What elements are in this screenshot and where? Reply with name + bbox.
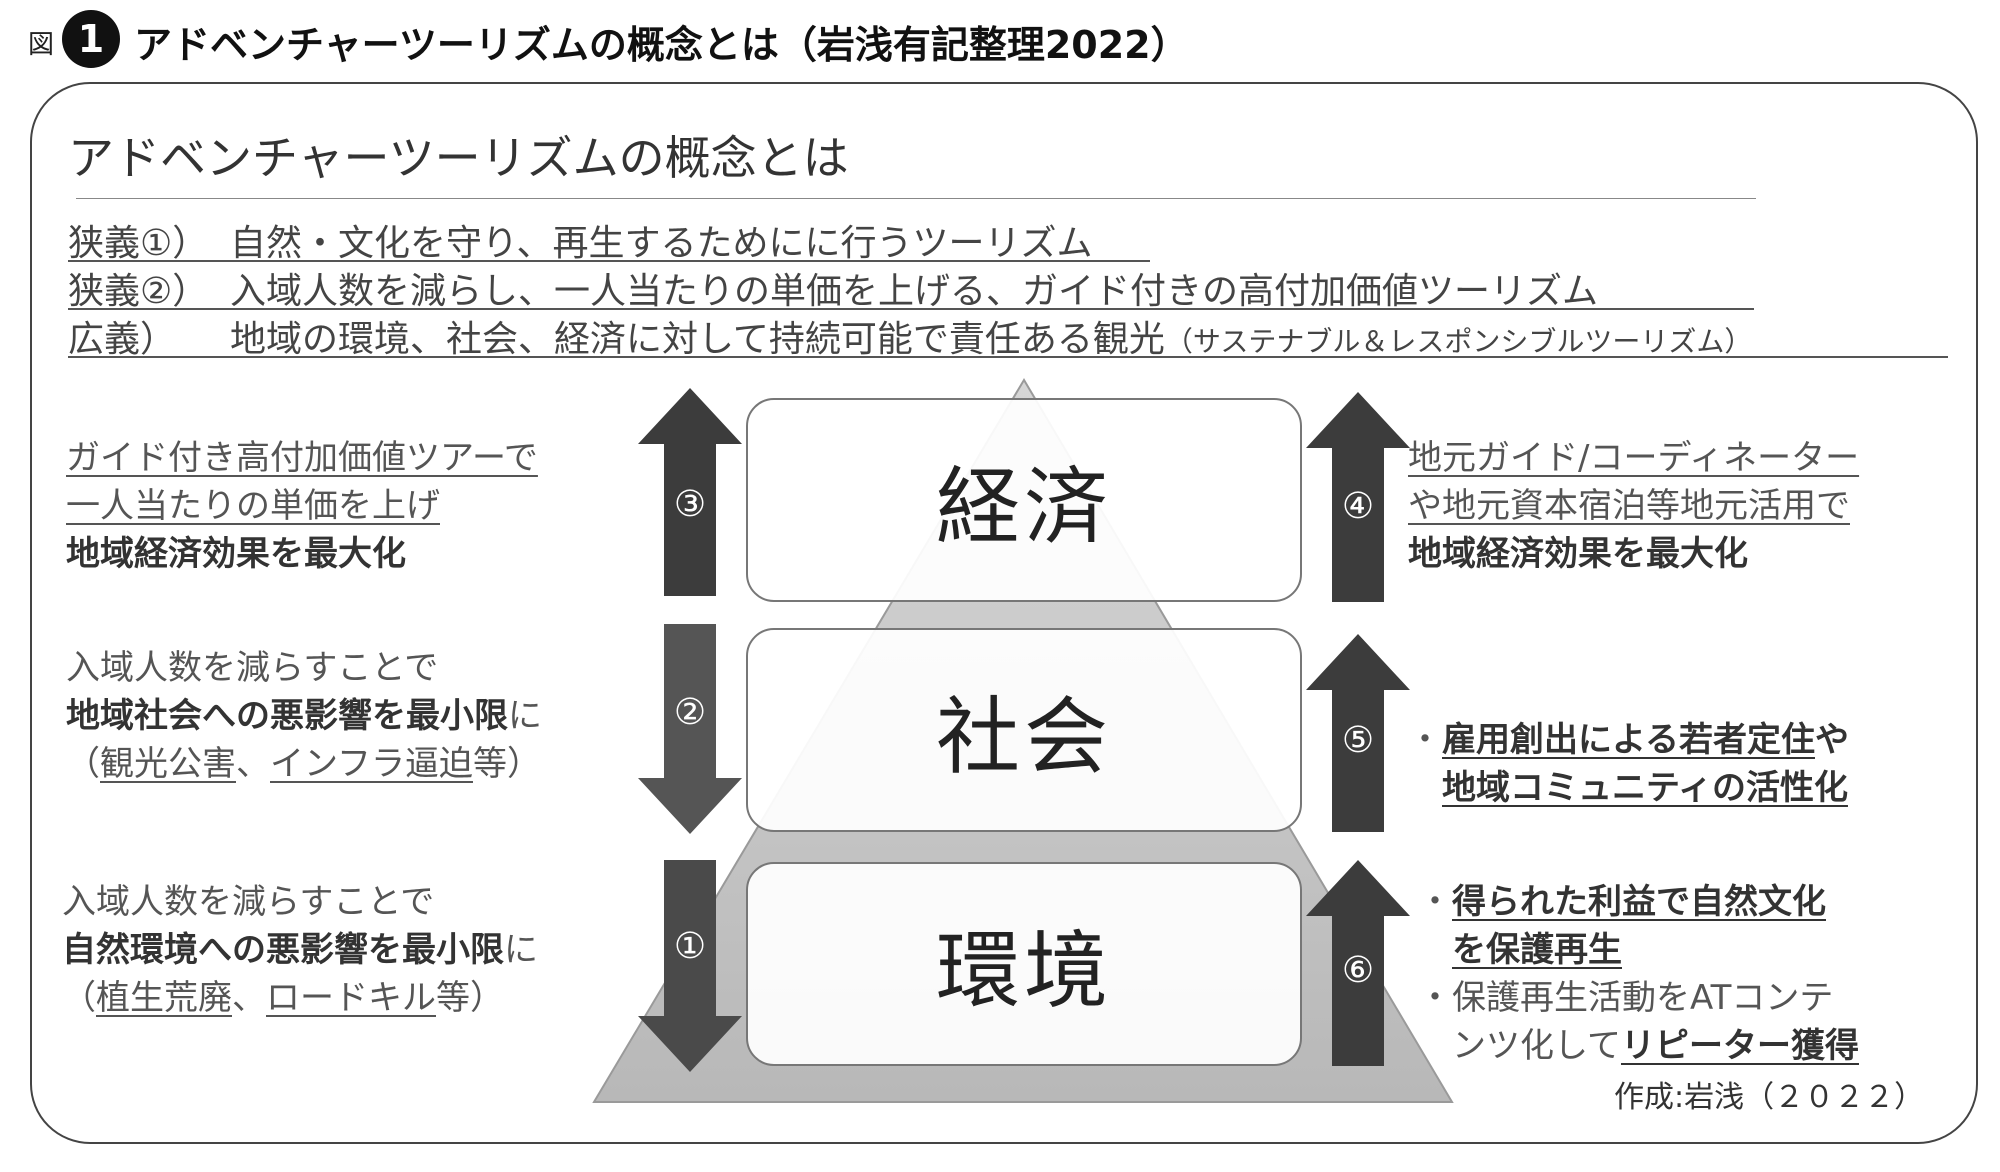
bullet: ・: [1418, 882, 1452, 922]
right-society-line1-tail: や: [1814, 720, 1849, 760]
figure-number-badge: 1: [62, 10, 120, 68]
right-society-line1: 雇用創出による若者定住: [1442, 720, 1815, 760]
left-environment-example1: 植生荒廃: [96, 978, 232, 1018]
arrow-5-up: [1306, 634, 1410, 832]
right-environment-b1-line2: を保護再生: [1452, 930, 1622, 970]
bullet: ・: [1418, 978, 1452, 1018]
definition-underline: [68, 356, 1948, 358]
left-economy-line3: 地域経済効果を最大化: [66, 534, 406, 574]
definition-tag: 広義）: [68, 319, 177, 360]
left-environment-example2: ロードキル: [266, 978, 436, 1018]
left-society-example2: インフラ逼迫: [270, 744, 473, 784]
definition-text: 自然・文化を守り、再生するためにに行うツーリズム: [230, 223, 1093, 264]
definition-text: 入域人数を減らし、一人当たりの単価を上げる、ガイド付きの高付加価値ツーリズム: [230, 271, 1599, 312]
definition-tag: 狭義②）: [68, 271, 209, 312]
right-environment-b2-line2-bold: リピーター獲得: [1620, 1026, 1859, 1066]
figure-title: アドベンチャーツーリズムの概念とは（岩浅有記整理2022）: [134, 23, 1189, 67]
left-economy-line2: 一人当たりの単価を上げ: [66, 486, 440, 526]
left-environment-line2-bold: 自然環境への悪影響を最小限: [62, 930, 504, 970]
right-text-economy: 地元ガイド/コーディネーター や地元資本宿泊等地元活用で 地域経済効果を最大化: [1408, 434, 1859, 578]
left-text-society: 入域人数を減らすことで 地域社会への悪影響を最小限に （観光公害、インフラ逼迫等…: [66, 644, 542, 788]
left-environment-line2-tail: に: [504, 930, 538, 970]
right-economy-line1: 地元ガイド/コーディネーター: [1408, 438, 1860, 478]
arrow-1-label: ①: [674, 926, 706, 967]
arrow-4-up: [1306, 392, 1410, 602]
right-environment-b2-line1: 保護再生活動をATコンテ: [1452, 978, 1834, 1018]
right-environment-b1-line1: 得られた利益で自然文化: [1452, 882, 1826, 922]
paren-close: 等）: [472, 744, 541, 784]
paren-open: （: [66, 744, 100, 784]
arrow-4-label: ④: [1342, 486, 1374, 527]
right-society-line2: 地域コミュニティの活性化: [1442, 768, 1848, 808]
diagram-frame: [30, 82, 1978, 1144]
separator: 、: [236, 744, 270, 784]
definition-narrow-2: 狭義②） 入域人数を減らし、一人当たりの単価を上げる、ガイド付きの高付加価値ツーリ…: [68, 262, 1598, 314]
credit-text: 作成:岩浅（２０２２）: [1614, 1080, 1925, 1115]
definition-tag: 狭義①）: [68, 223, 209, 264]
left-society-line2-bold: 地域社会への悪影響を最小限: [66, 696, 508, 736]
arrow-6-label: ⑥: [1342, 950, 1374, 991]
left-economy-line1: ガイド付き高付加価値ツアーで: [66, 438, 538, 478]
arrow-3-label: ③: [674, 484, 706, 525]
right-economy-line3: 地域経済効果を最大化: [1408, 534, 1748, 574]
separator: 、: [232, 978, 266, 1018]
left-text-environment: 入域人数を減らすことで 自然環境への悪影響を最小限に （植生荒廃、ロードキル等）: [62, 878, 538, 1022]
bullet: ・: [1408, 720, 1442, 760]
definition-underline: [68, 260, 1150, 262]
left-society-line2-tail: に: [508, 696, 542, 736]
left-society-example1: 観光公害: [100, 744, 236, 784]
right-text-environment: ・得られた利益で自然文化 を保護再生 ・保護再生活動をATコンテ ンツ化してリピ…: [1418, 878, 1859, 1070]
arrow-3-up: [638, 388, 742, 596]
definition-narrow-1: 狭義①） 自然・文化を守り、再生するためにに行うツーリズム: [68, 214, 1093, 266]
arrow-5-label: ⑤: [1342, 720, 1374, 761]
paren-open: （: [62, 978, 96, 1018]
left-text-economy: ガイド付き高付加価値ツアーで 一人当たりの単価を上げ 地域経済効果を最大化: [66, 434, 538, 578]
definition-text: 地域の環境、社会、経済に対して持続可能で責任ある観光: [230, 319, 1165, 360]
arrow-1-down: [638, 860, 742, 1072]
tier-economy: 経済: [746, 398, 1302, 602]
tier-society: 社会: [746, 628, 1302, 832]
paren-close: 等）: [436, 978, 504, 1018]
tier-environment: 環境: [746, 862, 1302, 1066]
left-environment-line1: 入域人数を減らすことで: [62, 882, 435, 922]
definition-broad: 広義） 地域の環境、社会、経済に対して持続可能で責任ある観光（サステナブル＆レスポ…: [68, 310, 1752, 362]
definition-note: （サステナブル＆レスポンシブルツーリズム）: [1164, 325, 1753, 358]
definition-underline: [68, 308, 1754, 310]
right-environment-b2-line2-plain: ンツ化して: [1452, 1026, 1621, 1066]
arrow-2-label: ②: [674, 692, 706, 733]
figure-label: 図: [28, 30, 55, 60]
title-divider: [76, 198, 1756, 199]
arrow-6-up: [1306, 860, 1410, 1066]
left-society-line1: 入域人数を減らすことで: [66, 648, 439, 688]
panel-title: アドベンチャーツーリズムの概念とは: [68, 131, 849, 185]
arrow-2-down: [638, 624, 742, 834]
right-text-society: ・雇用創出による若者定住や 地域コミュニティの活性化: [1408, 716, 1849, 812]
right-economy-line2: や地元資本宿泊等地元活用で: [1408, 486, 1850, 526]
